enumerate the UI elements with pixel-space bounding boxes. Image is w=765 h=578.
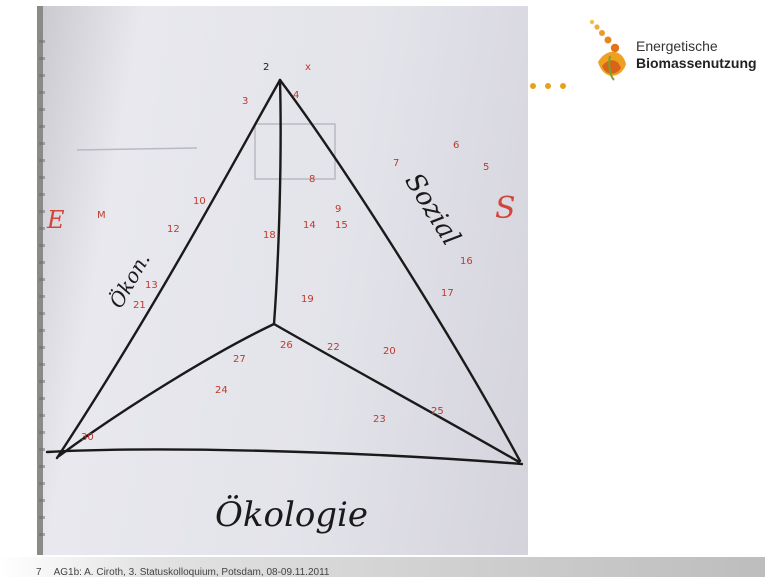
inner-right-line [272,322,521,464]
logo: Energetische Biomassenutzung [530,10,765,89]
number-21: 21 [133,300,146,311]
number-12: 12 [167,224,180,235]
number-3: 3 [242,96,248,107]
flipchart-paper [37,6,528,555]
number-22: 22 [327,342,340,353]
label-sozial: Sozial [398,168,465,251]
logo-wordmark: Energetische Biomassenutzung [636,38,757,72]
number-16: 16 [460,256,473,267]
number-4: 4 [293,90,299,101]
number-25: 25 [431,406,444,417]
letter-s: S [495,191,516,226]
logo-line-2: Biomassenutzung [636,55,757,71]
letter-x: x [305,62,311,73]
number-30: 30 [81,432,94,443]
number-9: 9 [335,204,341,215]
inner-left-line [57,322,276,458]
faint-rect [254,123,336,180]
number-6: 6 [453,140,459,151]
triangle-left-side [55,78,282,460]
number-26: 26 [280,340,293,351]
number-5: 5 [483,162,489,173]
letter-m: M [97,210,106,221]
number-13: 13 [145,280,158,291]
number-10: 10 [193,196,206,207]
number-15: 15 [335,220,348,231]
number-18: 18 [263,230,276,241]
label-oekologie: Ökologie [215,494,368,535]
letter-e: E [46,206,65,234]
triangle-right-side [278,78,522,463]
number-2: 2 [263,62,269,73]
number-23: 23 [373,414,386,425]
slide-number: 7 [36,567,42,578]
number-7: 7 [393,158,399,169]
number-14: 14 [303,220,316,231]
number-17: 17 [441,288,454,299]
number-20: 20 [383,346,396,357]
number-27: 27 [233,354,246,365]
logo-line-1: Energetische [636,38,718,54]
footer-bar: 7 AG1b: A. Ciroth, 3. Statuskolloquium, P… [0,557,765,578]
number-24: 24 [215,385,228,396]
binding-holes [39,26,45,546]
inner-vertical-line [272,78,282,326]
whiteboard-photo: Ökologie Ökon. Sozial E S M x 2 3 4 5 6 … [37,6,528,555]
triangle-base [45,448,524,466]
footer-text: 7 AG1b: A. Ciroth, 3. Statuskolloquium, P… [36,567,329,578]
triangle-drawing: Ökologie Ökon. Sozial E S M x 2 3 4 5 6 … [45,62,524,535]
logo-dots [530,76,575,94]
number-8: 8 [309,174,315,185]
footer-caption: AG1b: A. Ciroth, 3. Statuskolloquium, Po… [53,567,330,578]
biomass-leaf-icon [589,19,626,81]
faint-line [76,147,198,151]
number-19: 19 [301,294,314,305]
